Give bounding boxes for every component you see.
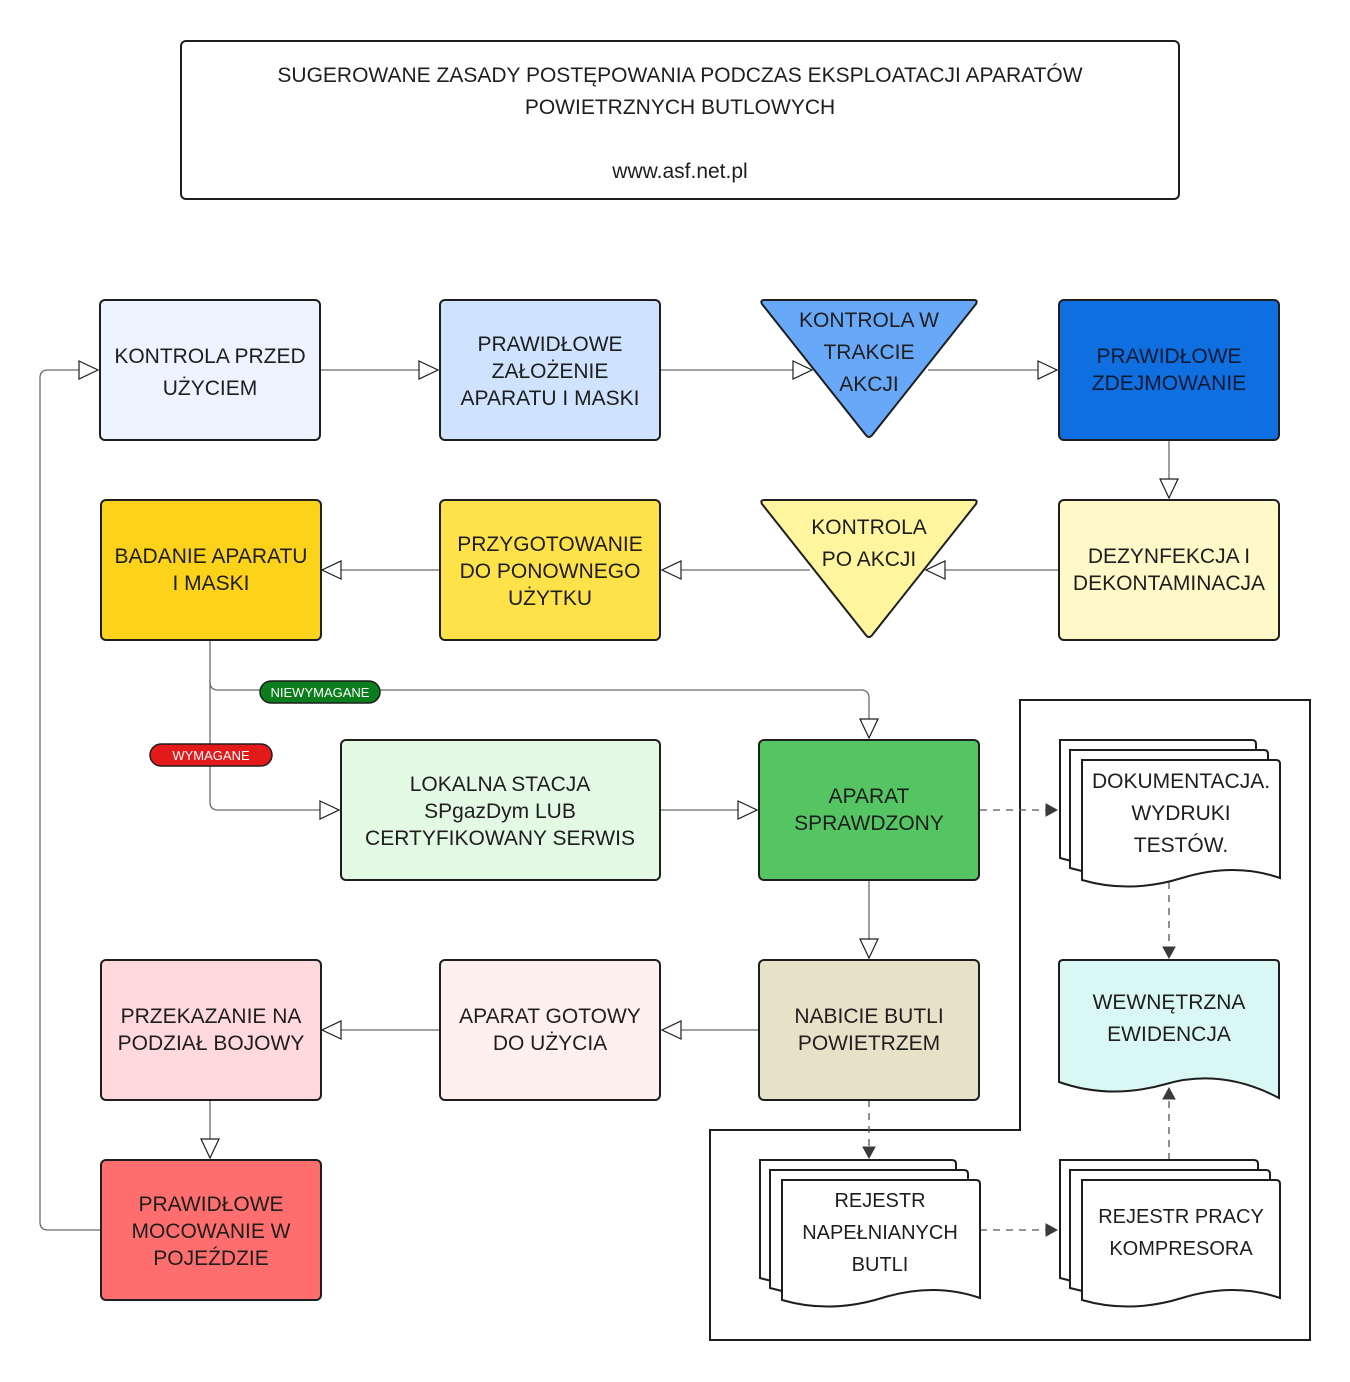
node-prawidlowe-zalozenie [439,299,661,441]
node-aparat-gotowy [439,959,661,1101]
website-url: www.asf.net.pl [612,160,748,183]
badge-niewymagane: NIEWYMAGANE [271,685,370,700]
node-dokumentacja [1059,739,1281,888]
node-prawidlowe-zdejmowanie [1058,299,1280,441]
edge-badanie-wymagane [209,682,341,820]
node-rejestr-butli [759,1159,981,1308]
title-line-1: SUGEROWANE ZASADY POSTĘPOWANIA PODCZAS E… [277,64,1083,87]
node-kontrola-przed-uzyciem [99,299,321,441]
node-lokalna-stacja [340,739,661,881]
node-rejestr-kompresora [1059,1159,1281,1308]
node-przygotowanie [439,499,661,641]
node-aparat-sprawdzony [758,739,980,881]
documentation-group-outline [709,699,1311,1341]
node-kontrola-po-akcji [760,499,978,638]
node-badanie-aparatu [100,499,322,641]
badge-niewymagane-bg [259,680,381,704]
node-wewnetrzna-ewidencja [1058,959,1280,1100]
badge-wymagane-bg [149,743,273,767]
title-line-2: POWIETRZNYCH BUTLOWYCH [524,96,836,119]
node-dezynfekcja [1058,499,1280,641]
node-przekazanie [100,959,322,1101]
edge-mocowanie-loop-to-kontrola [39,360,100,1231]
title-box: SUGEROWANE ZASADY POSTĘPOWANIA PODCZAS E… [180,40,1180,200]
node-nabicie-butli [758,959,980,1101]
node-prawidlowe-mocowanie [100,1159,322,1301]
node-kontrola-w-trakcie-akcji [760,299,978,438]
badge-wymagane: WYMAGANE [172,748,250,763]
